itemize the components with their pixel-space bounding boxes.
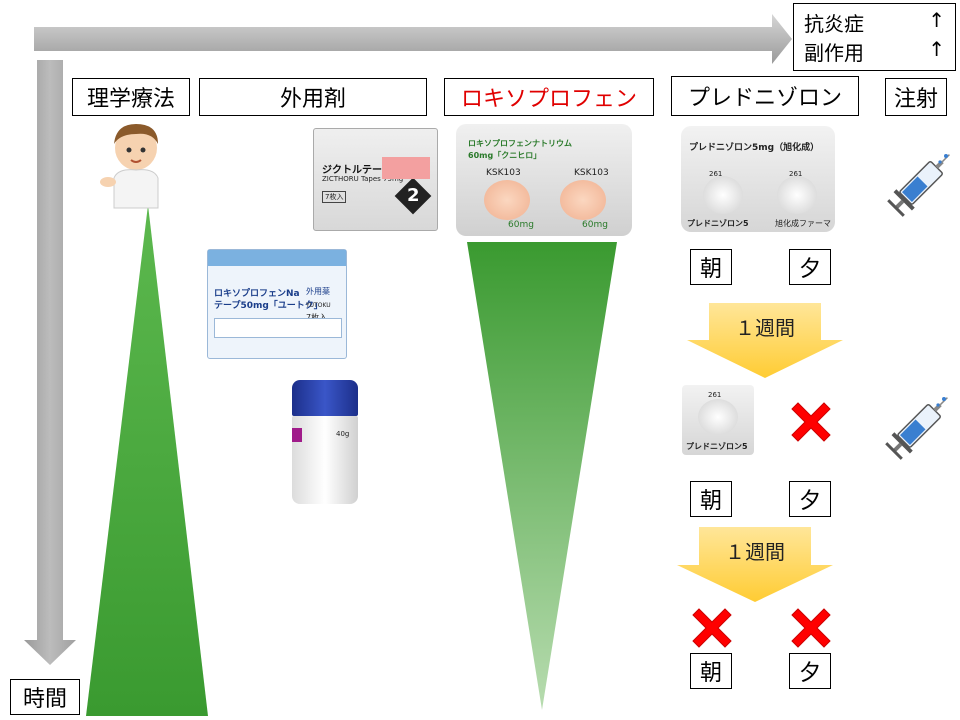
syringe-icon xyxy=(885,397,948,460)
legend-row-side-effects: 副作用 ↑ xyxy=(794,37,955,66)
loxo-tape-count: 7枚入 xyxy=(306,312,327,323)
up-arrow-icon: ↑ xyxy=(928,37,945,61)
blister-head1: ロキソプロフェンナトリウム xyxy=(468,139,572,148)
legend-box: 抗炎症 ↑ 副作用 ↑ xyxy=(793,3,956,71)
tape-top-band xyxy=(208,250,346,266)
zictorl-notice xyxy=(382,157,430,179)
zictorl-badge-number: 2 xyxy=(407,185,420,206)
loxoprofen-tape-package: ロキソプロフェンNa テープ50mg「ユートク」 外用薬 7枚入 YUTOKU xyxy=(207,249,347,359)
evening-box-2: 夕 xyxy=(789,481,831,517)
morning-box-3: 朝 xyxy=(690,653,732,689)
zictorl-count: 7枚入 xyxy=(322,191,347,203)
header-topical: 外用剤 xyxy=(199,78,427,116)
pred-head: プレドニゾロン5mg（旭化成） xyxy=(689,143,820,153)
loxo-tape-tag: 外用薬 xyxy=(306,287,330,296)
header-injection: 注射 xyxy=(885,78,947,116)
bottle-label-stripe xyxy=(292,428,302,442)
pred-single-pill xyxy=(698,399,738,435)
legend-row-anti-inflammatory: 抗炎症 ↑ xyxy=(794,8,955,37)
week-label-2: １週間 xyxy=(725,540,785,564)
zictorl-subtitle: ZICTHORU Tapes 75mg xyxy=(322,175,404,183)
blister-code-right: KSK103 xyxy=(574,168,609,178)
loxoprofen-blister-pack: ロキソプロフェンナトリウム 60mg「クニヒロ」 KSK103 KSK103 6… xyxy=(456,124,632,236)
pill-right xyxy=(560,180,606,220)
blister-head2: 60mg「クニヒロ」 xyxy=(468,151,542,160)
bottle-cap xyxy=(292,380,358,416)
cross-icon xyxy=(791,608,831,648)
morning-box-1: 朝 xyxy=(690,249,732,285)
pred-pill-left xyxy=(703,176,743,214)
pred-single-bottom: プレドニゾロン5 xyxy=(686,442,748,451)
physical-therapist-illustration xyxy=(100,124,159,209)
pill-left xyxy=(484,180,530,220)
zictorl-tape-package: ジクトルテープ 75mg ZICTHORU Tapes 75mg 7枚入 2 xyxy=(313,128,438,231)
loxo-tape-table xyxy=(214,318,342,338)
prednisolone-blister-pack: プレドニゾロン5mg（旭化成） 261 261 プレドニゾロン5 旭化成ファーマ xyxy=(681,126,835,232)
pred-code-right: 261 xyxy=(789,170,803,178)
loxo-tape-brand: YUTOKU xyxy=(306,302,331,309)
evening-box-3: 夕 xyxy=(789,653,831,689)
pred-pill-right xyxy=(777,176,817,214)
morning-box-2: 朝 xyxy=(690,481,732,517)
cross-icon xyxy=(692,608,732,648)
legend-label-anti-inflammatory: 抗炎症 xyxy=(804,12,864,36)
evening-box-1: 夕 xyxy=(789,249,831,285)
header-physical-therapy: 理学療法 xyxy=(72,78,190,116)
loxo-tape-name1: ロキソプロフェンNa xyxy=(214,289,300,299)
blister-code-left: KSK103 xyxy=(486,168,521,178)
pred-bottom: プレドニゾロン5 xyxy=(687,219,749,228)
header-prednisolone: プレドニゾロン xyxy=(671,76,859,116)
legend-label-side-effects: 副作用 xyxy=(804,41,864,65)
pred-single-code: 261 xyxy=(708,391,722,399)
cross-icon xyxy=(791,402,831,442)
blister-dose-right: 60mg xyxy=(582,220,608,230)
blister-dose-left: 60mg xyxy=(508,220,534,230)
bottle-body xyxy=(292,416,358,504)
topical-cream-bottle: 40g xyxy=(290,380,360,505)
syringe-icon xyxy=(887,154,950,217)
time-label: 時間 xyxy=(10,679,80,715)
zictorl-name: ジクトルテープ 75mg xyxy=(322,165,427,176)
loxo-tape-name2: テープ50mg「ユートク」 xyxy=(214,301,323,311)
prednisolone-single-tablet: 261 プレドニゾロン5 xyxy=(682,385,754,455)
pred-maker: 旭化成ファーマ xyxy=(775,219,831,228)
up-arrow-icon: ↑ xyxy=(928,8,945,32)
pred-code-left: 261 xyxy=(709,170,723,178)
cream-amount: 40g xyxy=(336,430,350,438)
header-loxoprofen: ロキソプロフェン xyxy=(444,78,654,116)
week-label-1: １週間 xyxy=(735,316,795,340)
